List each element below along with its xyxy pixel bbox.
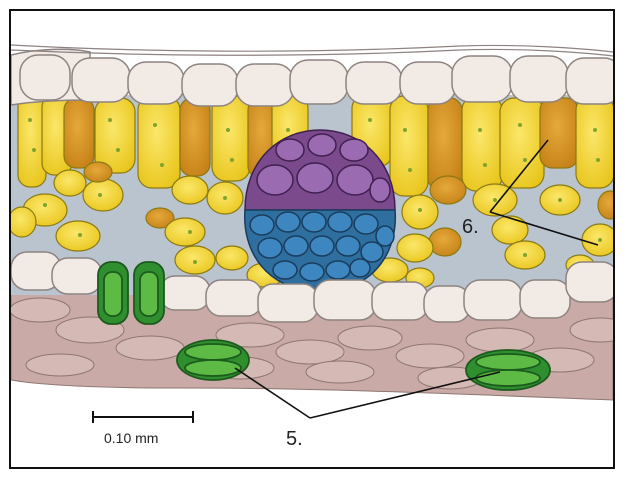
label-mesophyll: 6. <box>462 216 479 239</box>
scale-bar-label: 0.10 mm <box>104 430 158 446</box>
scale-bar <box>93 411 193 423</box>
cuticle <box>11 45 613 56</box>
upper-epidermis <box>11 49 622 106</box>
label-stomata: 5. <box>286 428 303 451</box>
vascular-bundle-icon <box>245 130 396 292</box>
